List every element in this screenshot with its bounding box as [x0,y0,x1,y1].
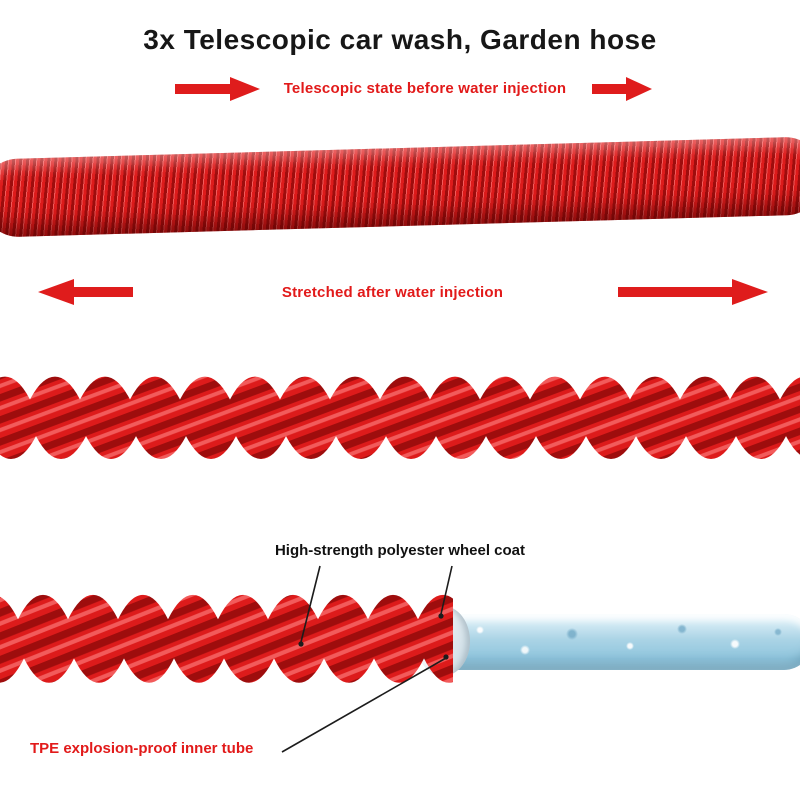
inner-tube-image [430,614,800,670]
compressed-hose-image [0,136,800,238]
arrow-left-icon [38,279,133,305]
arrow-right-icon [175,77,260,101]
outer-coat-label: High-strength polyester wheel coat [274,542,526,559]
before-injection-label: Telescopic state before water injection [283,80,567,97]
inner-tube-label: TPE explosion-proof inner tube [30,740,254,757]
arrow-right-icon [592,77,652,101]
outer-coat-image [0,594,453,683]
expanded-hose-image [0,376,800,459]
page-title: 3x Telescopic car wash, Garden hose [143,24,657,55]
arrow-right-icon [618,279,768,305]
after-injection-label: Stretched after water injection [281,284,504,301]
